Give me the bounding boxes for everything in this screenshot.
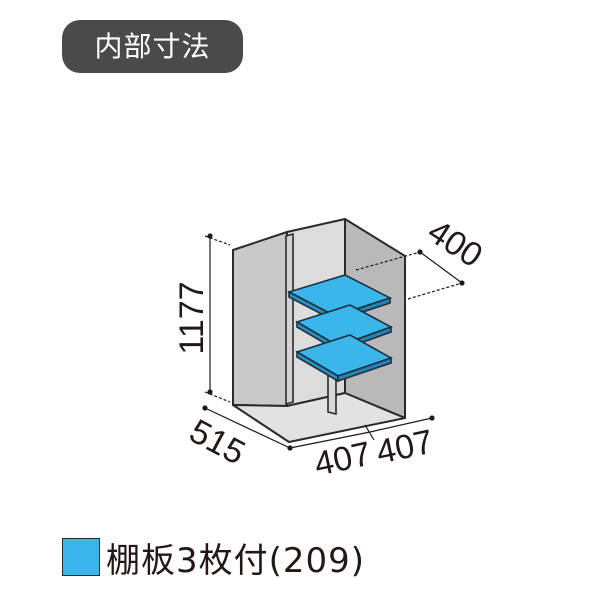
cabinet-left-wall bbox=[232, 231, 288, 407]
legend-label: 棚板3枚付(209) bbox=[106, 540, 366, 581]
width-right-dimension-label: 407 bbox=[373, 423, 436, 472]
dimension-lines bbox=[202, 233, 465, 451]
section-title: 内部寸法 bbox=[94, 30, 211, 63]
height-dimension-label: 1177 bbox=[173, 281, 211, 354]
section-badge: 内部寸法 bbox=[62, 20, 243, 73]
legend: 棚板3枚付(209) bbox=[62, 537, 365, 581]
shelf-bottom bbox=[295, 334, 393, 383]
shelf-depth-dimension-label: 400 bbox=[421, 212, 489, 275]
shelf-color-swatch bbox=[62, 538, 100, 576]
shelves bbox=[286, 274, 393, 383]
depth-dimension-label: 515 bbox=[183, 412, 251, 472]
